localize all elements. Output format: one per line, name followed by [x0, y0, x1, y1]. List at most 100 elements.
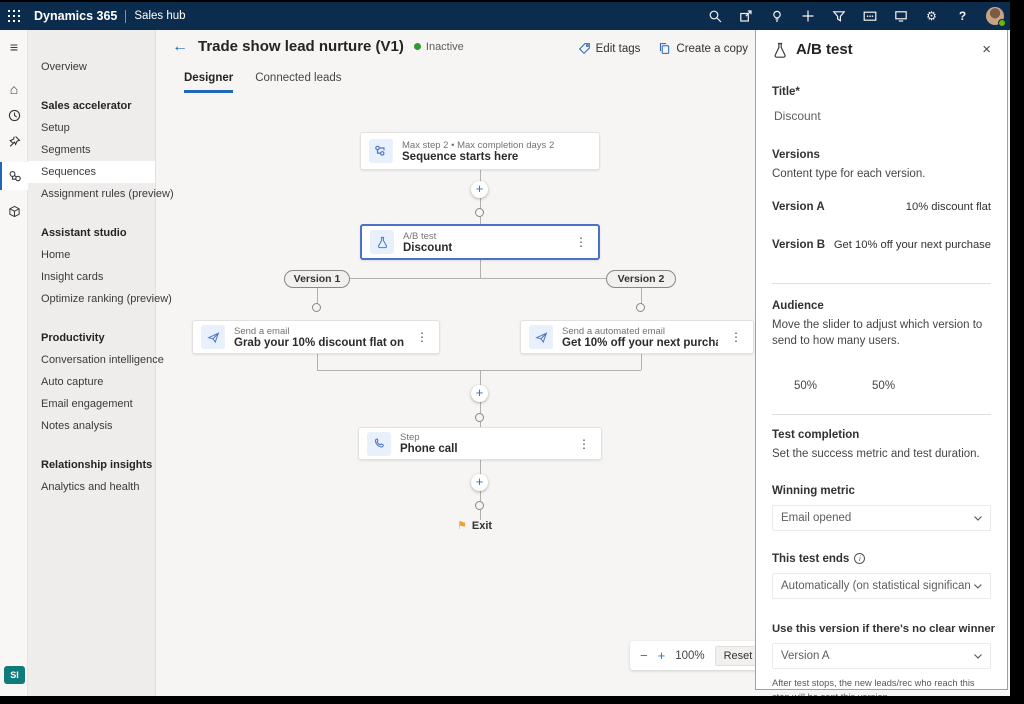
branch-pill-version-2[interactable]: Version 2: [606, 270, 676, 288]
phone-call-node[interactable]: Step Phone call ⋮: [358, 427, 602, 460]
audience-slider-values[interactable]: 50% 50%: [794, 380, 991, 392]
sidebar-item-auto-capture[interactable]: Auto capture: [41, 376, 104, 388]
suggestions-icon[interactable]: [769, 9, 784, 24]
teams-calendar-icon[interactable]: [893, 9, 908, 24]
sidebar-item-sequences[interactable]: Sequences: [28, 161, 155, 183]
hamburger-menu-icon[interactable]: ≡: [9, 39, 19, 55]
chevron-down-icon: [974, 515, 982, 521]
email-node-version-a[interactable]: Send a email Grab your 10% discount flat…: [192, 320, 440, 354]
product-box-icon[interactable]: [0, 198, 28, 224]
node-menu-icon[interactable]: ⋮: [416, 330, 428, 344]
settings-gear-icon[interactable]: ⚙: [926, 9, 937, 23]
help-icon[interactable]: ?: [958, 9, 967, 23]
zoom-out-button[interactable]: −: [640, 648, 648, 663]
node-menu-icon[interactable]: ⋮: [730, 330, 742, 344]
back-arrow-icon[interactable]: ←: [172, 37, 188, 55]
sidebar-item-optimize-ranking[interactable]: Optimize ranking (preview): [41, 293, 172, 305]
search-icon[interactable]: [707, 9, 722, 24]
sidebar-item-home[interactable]: Home: [41, 249, 71, 261]
close-icon[interactable]: ×: [982, 41, 991, 58]
node-label: Send a automated email: [562, 325, 665, 337]
add-step-button[interactable]: +: [471, 181, 488, 198]
sidebar-item-conversation-intelligence[interactable]: Conversation intelligence: [41, 354, 164, 366]
audience-description: Move the slider to adjust which version …: [772, 318, 983, 348]
sidebar-item-email-engagement[interactable]: Email engagement: [41, 398, 133, 410]
section-divider: [772, 282, 991, 284]
audience-left-value: 50%: [794, 380, 818, 393]
test-ends-dropdown[interactable]: Automatically (on statistical significan…: [772, 572, 991, 599]
status-label: Inactive: [425, 40, 464, 53]
quick-launch-icon[interactable]: [738, 9, 753, 24]
app-window: Dynamics 365 Sales hub ⚙ ? ≡ ⌂ SI Overvi…: [0, 2, 1010, 696]
node-menu-icon[interactable]: ⋮: [578, 436, 590, 451]
title-field-label: Title*: [772, 86, 800, 98]
versions-description: Content type for each version.: [772, 168, 926, 180]
sidebar-nav: Overview Sales accelerator Setup Segment…: [28, 30, 174, 696]
waffle-icon[interactable]: [0, 2, 28, 30]
connector-node: [475, 413, 484, 422]
user-avatar[interactable]: [986, 7, 1006, 27]
branch-pill-version-1[interactable]: Version 1: [284, 270, 350, 288]
version-b-name: Version B: [772, 238, 826, 251]
node-label: Step: [400, 432, 420, 443]
sidebar-item-setup[interactable]: Setup: [41, 122, 70, 134]
ab-test-panel: A/B test × Title* Discount Versions Cont…: [755, 28, 1008, 696]
tag-icon: [578, 43, 590, 55]
add-step-button[interactable]: +: [471, 474, 488, 491]
app-name[interactable]: Sales hub: [134, 10, 186, 22]
connector-line: [317, 354, 318, 370]
mru-icon[interactable]: [862, 9, 877, 24]
environment-badge[interactable]: SI: [4, 666, 25, 684]
zoom-in-button[interactable]: +: [657, 648, 666, 663]
filter-icon[interactable]: [831, 9, 846, 24]
winning-metric-dropdown[interactable]: Email opened: [772, 504, 991, 531]
home-icon[interactable]: ⌂: [9, 81, 19, 97]
send-email-icon: [529, 325, 553, 349]
title-field-input[interactable]: Discount: [774, 109, 821, 123]
topbar-actions: ⚙ ?: [707, 2, 1006, 30]
sequence-start-node[interactable]: Max step 2 • Max completion days 2 Seque…: [360, 132, 600, 170]
zoom-reset-button[interactable]: Reset: [714, 645, 762, 666]
pinned-icon[interactable]: [0, 128, 28, 154]
node-menu-icon[interactable]: ⋮: [575, 235, 587, 249]
add-step-button[interactable]: +: [471, 385, 488, 402]
email-node-version-b[interactable]: Send a automated email Get 10% off your …: [520, 320, 754, 354]
sidebar-item-segments[interactable]: Segments: [41, 144, 91, 156]
sidebar-item-insight-cards[interactable]: Insight cards: [41, 271, 104, 283]
sales-accelerator-icon[interactable]: [0, 162, 28, 190]
ab-test-node[interactable]: A/B test Discount ⋮: [360, 224, 600, 260]
sidebar-item-notes-analysis[interactable]: Notes analysis: [41, 420, 113, 432]
zoom-control: − + 100% Reset: [630, 641, 764, 670]
version-a-row[interactable]: Version A 10% discount flat: [772, 201, 991, 213]
info-icon[interactable]: i: [854, 553, 866, 565]
versions-header: Versions: [772, 149, 820, 161]
node-title: Grab your 10% discount flat on all item: [234, 336, 404, 349]
create-a-copy-button[interactable]: Create a copy: [658, 42, 748, 55]
edit-tags-button[interactable]: Edit tags: [578, 42, 640, 55]
connector-node: [312, 303, 321, 312]
quick-create-icon[interactable]: [800, 9, 815, 24]
connector-node: [475, 208, 484, 217]
send-email-icon: [201, 325, 225, 349]
node-label: A/B test: [403, 230, 437, 242]
nav-section-productivity: Productivity: [41, 332, 105, 344]
tab-connected-leads[interactable]: Connected leads: [255, 72, 342, 84]
version-b-row[interactable]: Version B Get 10% off your next purchase: [772, 239, 991, 251]
brand-title[interactable]: Dynamics 365: [34, 9, 118, 23]
recent-clock-icon[interactable]: [0, 102, 28, 128]
node-meta: Max step 2 • Max completion days 2: [402, 139, 555, 151]
tab-designer[interactable]: Designer: [184, 72, 234, 93]
sidebar-item-analytics-and-health[interactable]: Analytics and health: [41, 481, 140, 493]
status-badge: Inactive: [413, 40, 464, 53]
sidebar-item-overview[interactable]: Overview: [41, 61, 87, 73]
flask-icon: [774, 42, 786, 58]
merge-line: [317, 370, 641, 371]
sidebar-item-assignment-rules[interactable]: Assignment rules (preview): [41, 188, 174, 200]
status-dot-icon: [413, 43, 421, 50]
node-title: Phone call: [400, 443, 458, 455]
exit-label: Exit: [471, 519, 493, 532]
node-title: Sequence starts here: [402, 150, 519, 163]
fallback-version-dropdown[interactable]: Version A: [772, 642, 991, 669]
test-ends-label-row: This test ends i: [772, 553, 991, 565]
fallback-helper-text: After test stops, the new leads/rec who …: [772, 677, 975, 696]
